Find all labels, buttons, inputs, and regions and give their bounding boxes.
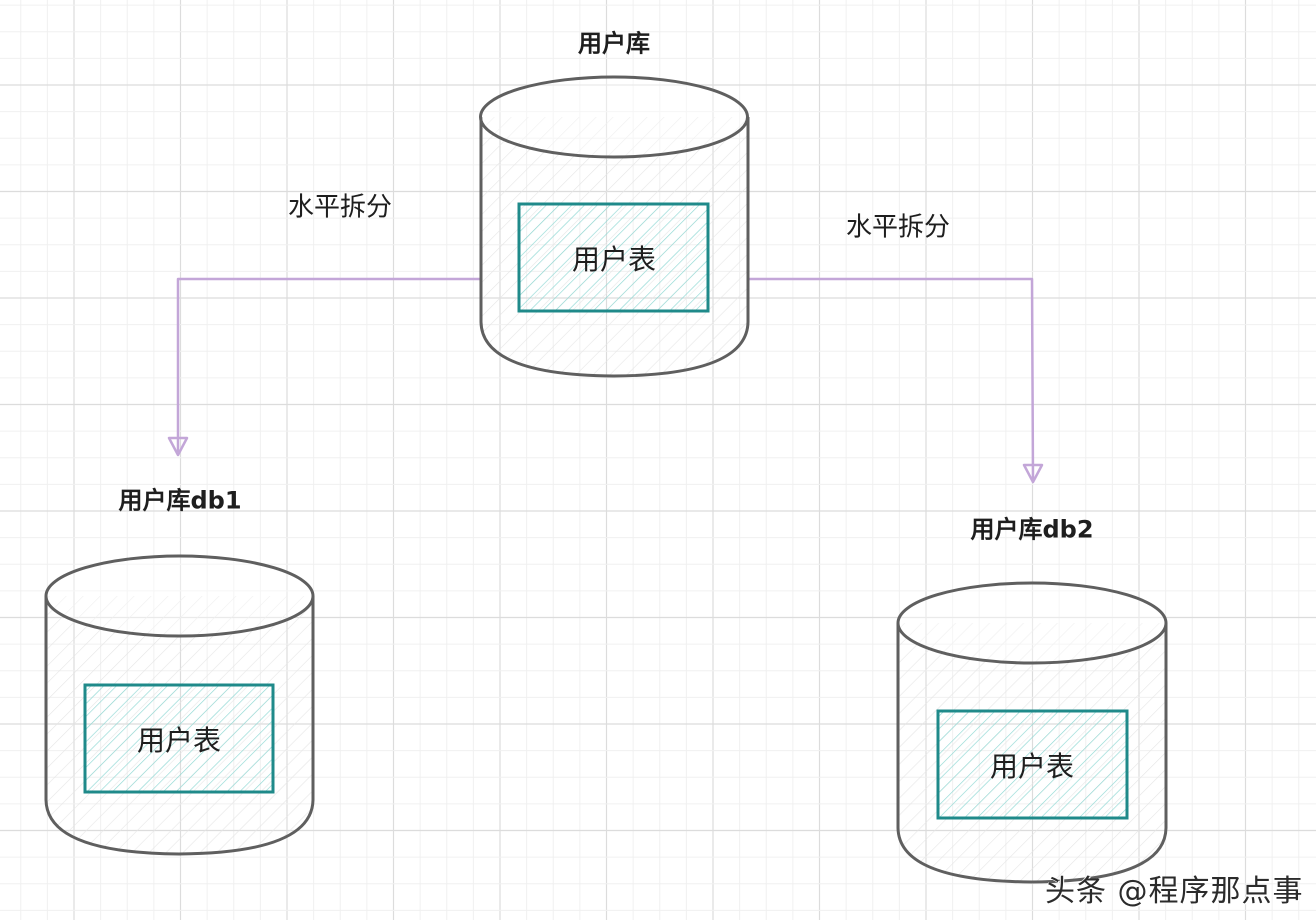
table-box[interactable] (83, 683, 275, 794)
table-box[interactable] (517, 202, 710, 313)
source-database-cylinder[interactable] (479, 75, 750, 378)
arrow-head-icon (167, 436, 189, 457)
edge-to-db1 (167, 277, 480, 457)
db2-table-label: 用户表 (989, 750, 1075, 783)
db1-table-label: 用户表 (136, 724, 222, 757)
watermark: 头条 @程序那点事 (1045, 874, 1304, 909)
source-db-title: 用户库 (578, 29, 650, 58)
db1-title: 用户库db1 (118, 486, 242, 515)
db2-title: 用户库db2 (970, 515, 1094, 544)
db1-database-cylinder[interactable] (44, 554, 315, 856)
connector-line (749, 277, 1035, 480)
edge-to-db2 (749, 277, 1044, 484)
edge-label-db2: 水平拆分 (845, 212, 951, 243)
connector-line (176, 277, 480, 452)
db2-database-cylinder[interactable] (896, 581, 1168, 884)
arrow-head-icon (1022, 463, 1044, 484)
edge-label-db1: 水平拆分 (287, 192, 393, 223)
table-box[interactable] (936, 709, 1129, 820)
source-table-label: 用户表 (571, 243, 657, 276)
